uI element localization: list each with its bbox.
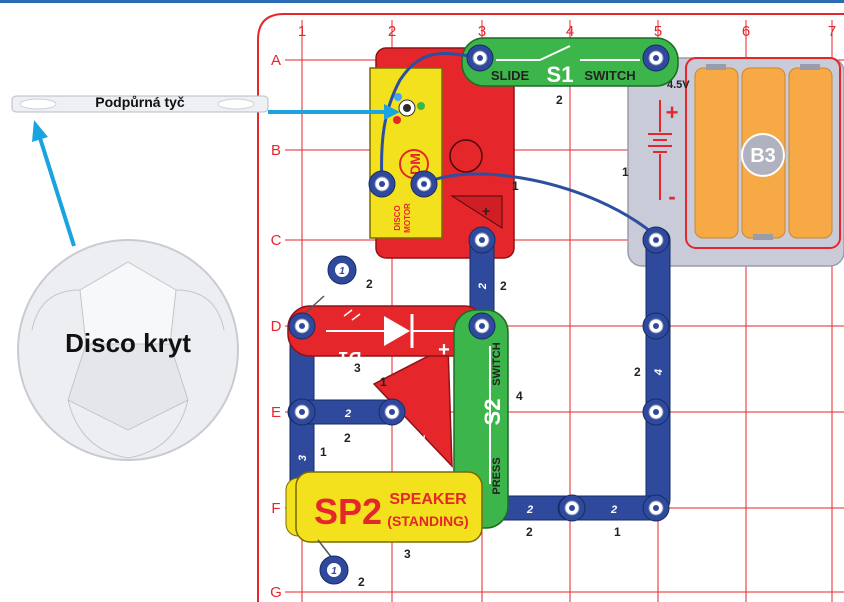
post-number: 1: [331, 566, 337, 577]
row-label: B: [271, 142, 281, 159]
s2-id: S2: [480, 399, 505, 426]
cover-label: Disco kryt: [65, 328, 191, 358]
wire-number: 2: [610, 504, 617, 516]
row-label: F: [271, 500, 280, 517]
rod-label: Podpůrná tyč: [95, 94, 185, 110]
battery-level: 1: [622, 165, 629, 179]
snap-contact-dot: [479, 237, 485, 243]
snap-contact-dot: [421, 181, 427, 187]
wire-level: 2: [526, 525, 533, 539]
s1-id: S1: [547, 62, 574, 87]
row-label: G: [270, 584, 282, 601]
wire-level: 1: [320, 445, 327, 459]
battery-id: B3: [750, 145, 776, 167]
snap-contact-dot: [299, 409, 305, 415]
s1-left-label: SLIDE: [491, 68, 530, 83]
wire-level: 2: [634, 365, 641, 379]
motor-sub-2: MOTOR: [403, 203, 412, 233]
snap-contact-dot: [389, 409, 395, 415]
wire-number: 4: [653, 369, 665, 376]
battery-minus: -: [668, 184, 675, 209]
row-label: E: [271, 404, 281, 421]
speaker-line-2: (STANDING): [387, 513, 468, 529]
npn-level: 1: [380, 375, 387, 389]
wire-number: 2: [526, 504, 533, 516]
speaker-id: SP2: [314, 491, 382, 532]
npn-label: NPN: [398, 432, 425, 447]
s2-left-label: PRESS: [491, 457, 503, 494]
snap-contact-dot: [479, 323, 485, 329]
wire-number: 2: [344, 408, 351, 420]
speaker-line-1: SPEAKER: [389, 491, 467, 508]
snap-contact-dot: [653, 409, 659, 415]
snap-contact-dot: [477, 55, 483, 61]
wire-number: 2: [477, 283, 489, 290]
motor-plus: +: [482, 203, 490, 219]
s1-level: 2: [556, 93, 563, 107]
led-plus: +: [438, 339, 450, 361]
s2-level: 4: [516, 389, 523, 403]
snap-contact-dot: [653, 55, 659, 61]
col-label: 6: [742, 23, 750, 40]
post-level: 2: [358, 575, 365, 589]
speaker-sp2: SP2 SPEAKER (STANDING) 3: [286, 472, 482, 561]
arrow-cover-to-rod: [32, 120, 74, 246]
snap-contact-dot: [569, 505, 575, 511]
wire-level: 2: [500, 279, 507, 293]
support-rod: Podpůrná tyč: [12, 94, 268, 112]
col-label: 7: [828, 23, 836, 40]
snap-contact-dot: [299, 323, 305, 329]
wire-level: 1: [614, 525, 621, 539]
motor-sub-1: DISCO: [393, 205, 402, 230]
row-label: C: [271, 232, 282, 249]
wire-level: 2: [344, 431, 351, 445]
disco-cover: Disco kryt: [18, 240, 238, 460]
snap-contact-dot: [653, 237, 659, 243]
wire-number: 3: [297, 455, 309, 461]
s1-right-label: SWITCH: [584, 68, 635, 83]
battery-plus: +: [666, 100, 679, 125]
snap-contact-dot: [653, 505, 659, 511]
jumper-level: 1: [512, 179, 519, 193]
speaker-level: 3: [404, 547, 411, 561]
post-number: 1: [339, 266, 345, 277]
led-level: 3: [354, 361, 361, 375]
row-label: A: [271, 52, 281, 69]
post-g1: 1 2: [318, 540, 365, 589]
post-level: 2: [366, 277, 373, 291]
col-label: 2: [388, 23, 396, 40]
snap-contact-dot: [653, 323, 659, 329]
row-label: D: [271, 318, 282, 335]
col-label: 1: [298, 23, 306, 40]
s2-right-label: SWITCH: [491, 342, 503, 385]
snap-contact-dot: [379, 181, 385, 187]
top-border: [0, 0, 844, 3]
wire-c5-f5: 4 2: [634, 228, 670, 512]
